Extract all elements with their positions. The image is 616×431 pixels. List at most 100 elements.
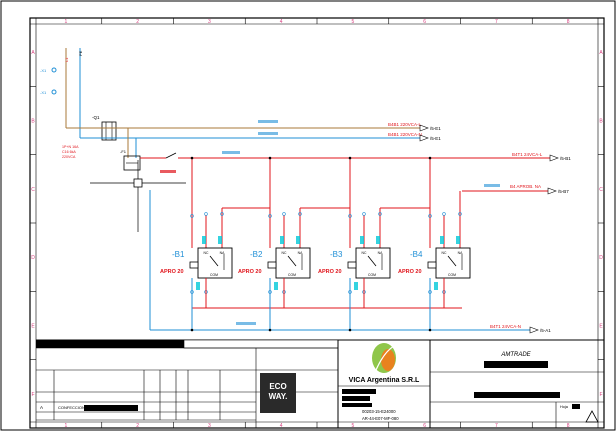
bus-label-24v-n: B4T1 24VCA-N bbox=[490, 324, 521, 329]
company-leaf-logo bbox=[372, 343, 396, 373]
bus-arrow-24v-l bbox=[549, 154, 559, 162]
wire-tag bbox=[160, 170, 176, 173]
junction-dot bbox=[348, 156, 352, 160]
terminal-marker bbox=[458, 212, 462, 216]
grid-column-label: 6 bbox=[423, 423, 426, 429]
breaker-note-1: 1P+N 16A bbox=[62, 145, 79, 149]
grid-row-label: C bbox=[599, 187, 603, 193]
wire-tag bbox=[440, 236, 444, 244]
relay-tag: -B1 bbox=[172, 250, 185, 259]
grid-column-label: 2 bbox=[136, 19, 139, 25]
control-switch bbox=[165, 152, 177, 159]
project-name: AMTRADE bbox=[500, 352, 531, 358]
feed-left-label-2: -X1 bbox=[40, 90, 47, 95]
wire-tag bbox=[258, 120, 278, 123]
grid-column-label: 2 bbox=[136, 423, 139, 429]
drawing-code-2: AR-44-E07-MF-080 bbox=[362, 416, 399, 421]
relay-nc-label: NC bbox=[442, 251, 447, 255]
relay-body bbox=[435, 247, 471, 279]
grid-column-label: 1 bbox=[64, 19, 67, 25]
relay-na-label: NA bbox=[220, 251, 225, 255]
main-breaker-q1 bbox=[101, 121, 117, 141]
wire-tag bbox=[354, 282, 358, 290]
relay-com-label: COM bbox=[288, 273, 296, 277]
junction-dot bbox=[268, 156, 272, 160]
terminal-marker bbox=[204, 212, 208, 216]
redacted-field bbox=[484, 361, 548, 368]
grid-column-label: 3 bbox=[208, 19, 211, 25]
control-circuit: B4T1 24VCA-L /5-B1 B4 APROB. NA /5-B7 B4… bbox=[140, 151, 571, 334]
breaker-note-2: C16 6kA bbox=[62, 150, 76, 154]
wire-tag bbox=[236, 322, 256, 325]
revision-letter: A bbox=[40, 405, 43, 410]
grid-row-label: A bbox=[31, 50, 35, 56]
grid-row-label: B bbox=[599, 119, 603, 125]
relay-na-label: NA bbox=[378, 251, 383, 255]
crosshair-box bbox=[133, 178, 143, 188]
junction-dot bbox=[348, 328, 352, 332]
redacted-field bbox=[572, 404, 580, 409]
bus-arrow-aprob-na bbox=[547, 187, 557, 195]
grid-row-label: E bbox=[31, 324, 35, 330]
grid-row-label: B bbox=[31, 119, 35, 125]
terminal-marker bbox=[51, 67, 57, 73]
relay-nc-label: NC bbox=[204, 251, 209, 255]
relay-contact-icon bbox=[447, 255, 457, 267]
terminal-marker bbox=[220, 212, 224, 216]
grid-column-label: 4 bbox=[280, 423, 283, 429]
bus-arrow-24v-n bbox=[529, 326, 539, 334]
terminal-marker bbox=[428, 214, 432, 218]
drawing-code-1: 00203-15-E24000 bbox=[362, 409, 396, 414]
grid-column-label: 7 bbox=[495, 19, 498, 25]
title-bar-black bbox=[36, 340, 184, 348]
relay-na-label: NA bbox=[458, 251, 463, 255]
junction-dot bbox=[428, 156, 432, 160]
relay-body bbox=[355, 247, 391, 279]
grid-column-label: 8 bbox=[567, 423, 570, 429]
terminal-marker bbox=[442, 212, 446, 216]
relay-coil-icon bbox=[347, 261, 357, 269]
bus-label-220v-n: B4B1 220VCA-N bbox=[388, 132, 422, 137]
bus-ref-220v-l: /5-E1 bbox=[430, 126, 441, 131]
leaf-vein bbox=[375, 345, 395, 371]
feed-top-tag-l: L1 bbox=[64, 57, 69, 62]
bus-ref-220v-n: /5-E1 bbox=[430, 136, 441, 141]
wire-tag bbox=[258, 132, 278, 135]
grid-row-label: F bbox=[31, 392, 34, 398]
bus-ref-24v-n: /5-A1 bbox=[540, 328, 551, 333]
relay-na-label: NA bbox=[298, 251, 303, 255]
relay-body bbox=[275, 247, 311, 279]
wire-tag bbox=[456, 236, 460, 244]
wire-tag bbox=[196, 282, 200, 290]
transformer-t1 bbox=[123, 155, 141, 171]
relay-model: APRO 20 bbox=[160, 269, 184, 275]
terminal-marker bbox=[378, 212, 382, 216]
bus-ref-aprob-na: /5-B7 bbox=[558, 189, 569, 194]
redacted-field bbox=[84, 405, 138, 411]
wire-tag bbox=[222, 151, 240, 154]
bus-label-220v-l: B4B1 220VCA-L bbox=[388, 122, 422, 127]
warning-triangle-icon bbox=[585, 410, 599, 423]
junction-dot bbox=[190, 156, 194, 160]
junction-dot bbox=[268, 328, 272, 332]
relay-coil-icon bbox=[189, 261, 199, 269]
redacted-field bbox=[342, 403, 372, 407]
bus-label-aprob-na: B4 APROB. NA bbox=[510, 184, 541, 189]
junction-dot bbox=[190, 328, 194, 332]
relay-model: APRO 20 bbox=[238, 269, 262, 275]
grid-row-label: E bbox=[599, 324, 603, 330]
wire-tag bbox=[280, 236, 284, 244]
revision-text: CONFECCION bbox=[58, 405, 85, 410]
grid-row-label: D bbox=[599, 255, 603, 261]
title-block: A CONFECCION ECO WAY. VICA Argentina S.R… bbox=[36, 339, 604, 428]
wire-tag bbox=[484, 184, 500, 187]
relay-body bbox=[197, 247, 233, 279]
grid-column-label: 3 bbox=[208, 423, 211, 429]
sheet-label: Hoja bbox=[560, 405, 569, 409]
